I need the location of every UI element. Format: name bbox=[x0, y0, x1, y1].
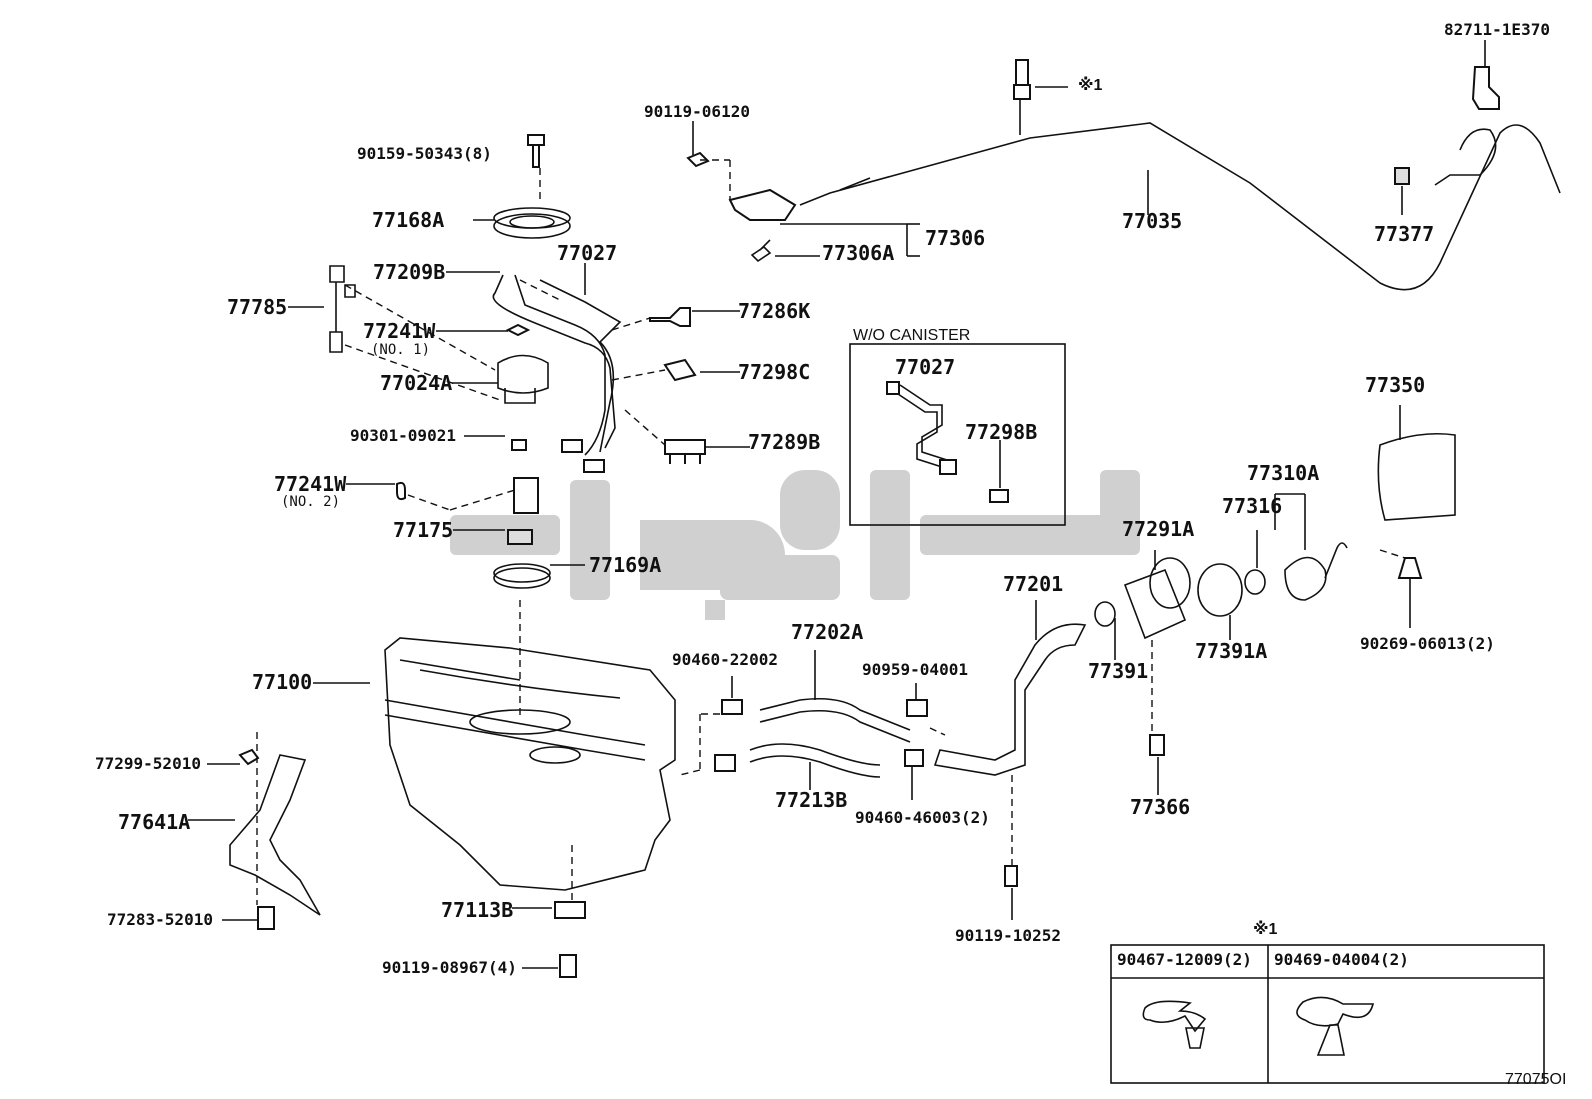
label-77316[interactable]: 77316 bbox=[1222, 494, 1283, 518]
hoses bbox=[714, 697, 928, 778]
label-77291A[interactable]: 77291A bbox=[1122, 517, 1195, 541]
label-77213B[interactable]: 77213B bbox=[775, 788, 848, 812]
label-90301-09021[interactable]: 90301-09021 bbox=[350, 426, 456, 445]
watermark-logo bbox=[450, 470, 1140, 620]
label-77241W-no2-sub: (NO. 2) bbox=[281, 494, 341, 510]
label-77298B[interactable]: 77298B bbox=[965, 420, 1038, 444]
label-90119-08967[interactable]: 90119-08967(4) bbox=[382, 958, 517, 977]
label-77377[interactable]: 77377 bbox=[1374, 222, 1435, 246]
label-82711-1E370[interactable]: 82711-1E370 bbox=[1444, 20, 1550, 39]
label-90460-22002[interactable]: 90460-22002 bbox=[672, 650, 778, 669]
label-77366[interactable]: 77366 bbox=[1130, 795, 1191, 819]
label-90119-06120[interactable]: 90119-06120 bbox=[644, 102, 750, 121]
fuel-tank-77100[interactable] bbox=[384, 637, 676, 891]
label-77035[interactable]: 77035 bbox=[1122, 209, 1183, 233]
label-77391A[interactable]: 77391A bbox=[1195, 639, 1268, 663]
label-77169A[interactable]: 77169A bbox=[589, 553, 662, 577]
note1-table bbox=[1110, 944, 1545, 1084]
label-note1-box: ※1 bbox=[1253, 921, 1278, 938]
label-77298C[interactable]: 77298C bbox=[738, 360, 811, 384]
label-90119-10252[interactable]: 90119-10252 bbox=[955, 926, 1061, 945]
label-90269-06013[interactable]: 90269-06013(2) bbox=[1360, 634, 1495, 653]
label-77241W-no1-sub: (NO. 1) bbox=[371, 342, 431, 358]
label-77283-52010[interactable]: 77283-52010 bbox=[107, 910, 213, 929]
label-90469-04004[interactable]: 90469-04004(2) bbox=[1274, 950, 1409, 969]
label-77024A[interactable]: 77024A bbox=[380, 371, 453, 395]
label-77027-wo-canister[interactable]: 77027 bbox=[895, 355, 956, 379]
label-77201[interactable]: 77201 bbox=[1003, 572, 1064, 596]
label-77100[interactable]: 77100 bbox=[252, 670, 313, 694]
leader-lines bbox=[188, 40, 1486, 969]
pump-assembly bbox=[329, 134, 622, 589]
bracket-77641A[interactable] bbox=[229, 748, 586, 978]
dashed-guides bbox=[256, 159, 1406, 905]
label-77289B[interactable]: 77289B bbox=[748, 430, 821, 454]
label-77241W-no2[interactable]: 77241W bbox=[274, 472, 347, 496]
clips-group bbox=[649, 307, 706, 464]
wo-canister-tube bbox=[886, 381, 1009, 503]
label-77306A[interactable]: 77306A bbox=[822, 241, 895, 265]
label-90467-12009[interactable]: 90467-12009(2) bbox=[1117, 950, 1252, 969]
label-77785[interactable]: 77785 bbox=[227, 295, 288, 319]
label-77306[interactable]: 77306 bbox=[925, 226, 986, 250]
label-77350[interactable]: 77350 bbox=[1365, 373, 1426, 397]
label-90959-04001[interactable]: 90959-04001 bbox=[862, 660, 968, 679]
label-90460-46003[interactable]: 90460-46003(2) bbox=[855, 808, 990, 827]
label-77641A[interactable]: 77641A bbox=[118, 810, 191, 834]
diagram-code: 77075OI bbox=[1505, 1071, 1567, 1088]
label-77391[interactable]: 77391 bbox=[1088, 659, 1149, 683]
label-wo-canister: W/O CANISTER bbox=[853, 327, 971, 344]
label-77168A[interactable]: 77168A bbox=[372, 208, 445, 232]
label-77209B[interactable]: 77209B bbox=[373, 260, 446, 284]
opener-cable-77035[interactable] bbox=[686, 59, 1561, 291]
label-90159-50343[interactable]: 90159-50343(8) bbox=[357, 144, 492, 163]
label-note1-top: ※1 bbox=[1078, 77, 1103, 94]
label-77299-52010[interactable]: 77299-52010 bbox=[95, 754, 201, 773]
label-77310A[interactable]: 77310A bbox=[1247, 461, 1320, 485]
label-77241W-no1[interactable]: 77241W bbox=[363, 319, 436, 343]
label-77175[interactable]: 77175 bbox=[393, 518, 454, 542]
label-77202A[interactable]: 77202A bbox=[791, 620, 864, 644]
label-77027-main[interactable]: 77027 bbox=[557, 241, 618, 265]
filler-pipe-77201[interactable] bbox=[933, 432, 1456, 887]
wo-canister-box bbox=[849, 343, 1066, 526]
label-77286K[interactable]: 77286K bbox=[738, 299, 811, 323]
label-77113B[interactable]: 77113B bbox=[441, 898, 514, 922]
